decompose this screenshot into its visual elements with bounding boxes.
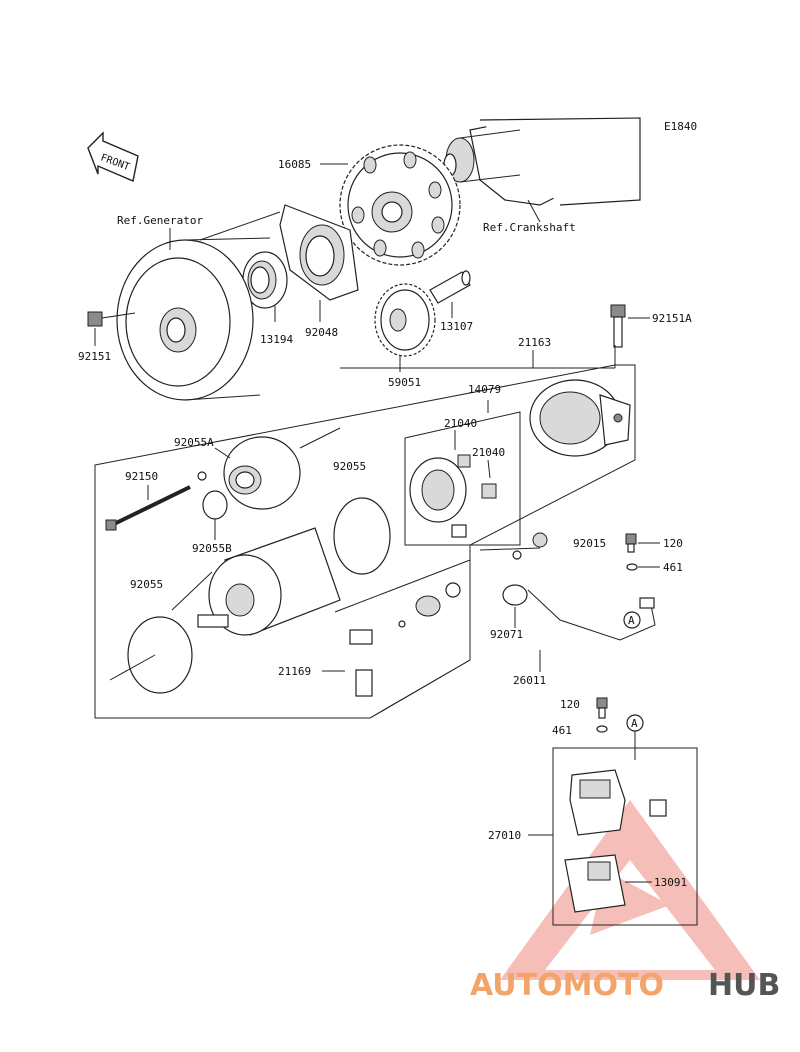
label-92150: 92150 <box>125 470 158 483</box>
one-way-clutch <box>242 251 288 309</box>
brush-plate-group-outline <box>404 411 521 546</box>
starter-end-cover <box>529 379 631 457</box>
diagram-code: E1840 <box>664 120 697 133</box>
ref-generator-label: Ref.Generator <box>117 214 203 227</box>
ref-crankshaft-label: Ref.Crankshaft <box>483 221 576 234</box>
terminal-group-outline <box>334 559 471 719</box>
terminal-parts <box>349 582 461 697</box>
label-21163: 21163 <box>518 336 551 349</box>
watermark-text: AUTOMOTO HUB <box>470 968 780 1003</box>
label-461-a: 461 <box>663 561 683 574</box>
crankshaft <box>443 117 641 206</box>
watermark-logo <box>500 800 760 980</box>
label-13091: 13091 <box>654 876 687 889</box>
thrust-plate <box>279 204 359 301</box>
front-arrow-icon: FRONT <box>87 131 139 182</box>
label-92055B: 92055B <box>192 542 232 555</box>
through-bolt <box>105 485 191 531</box>
label-92015: 92015 <box>573 537 606 550</box>
label-461-b: 461 <box>552 724 572 737</box>
idle-shaft <box>429 270 471 304</box>
o-ring-small <box>197 471 207 481</box>
o-ring-92055B <box>202 490 228 520</box>
bolt-120 <box>625 533 637 553</box>
brush-plate <box>409 454 497 538</box>
starter-front-cover <box>223 436 301 510</box>
label-26011: 26011 <box>513 674 546 687</box>
generator-rotor <box>116 237 271 401</box>
starter-motor-group-outline <box>94 364 636 719</box>
relay-bolt <box>596 697 608 733</box>
label-13107: 13107 <box>440 320 473 333</box>
starter-motor-body <box>197 527 341 636</box>
label-21040-b: 21040 <box>472 446 505 459</box>
bolt-92151A <box>610 304 626 348</box>
connector-a-label-2: A <box>631 717 638 730</box>
label-92055-top: 92055 <box>333 460 366 473</box>
idle-gear <box>374 283 436 357</box>
label-21040-a: 21040 <box>444 417 477 430</box>
label-14079: 14079 <box>468 383 501 396</box>
label-13194: 13194 <box>260 333 293 346</box>
label-92055-left: 92055 <box>130 578 163 591</box>
label-16085: 16085 <box>278 158 311 171</box>
relay-group-outline <box>552 747 698 926</box>
label-27010: 27010 <box>488 829 521 842</box>
watermark-text-part1: AUTOMOTO <box>470 968 664 1003</box>
connector-a-label: A <box>628 614 635 627</box>
label-92048: 92048 <box>305 326 338 339</box>
label-92071: 92071 <box>490 628 523 641</box>
o-ring-92055-left <box>127 616 193 694</box>
label-21169: 21169 <box>278 665 311 678</box>
label-92055A: 92055A <box>174 436 214 449</box>
o-ring-92055-top <box>333 497 391 575</box>
watermark-text-part2: HUB <box>708 968 780 1003</box>
label-92151A: 92151A <box>652 312 692 325</box>
label-92151: 92151 <box>78 350 111 363</box>
starter-relay <box>564 769 667 913</box>
label-59051: 59051 <box>388 376 421 389</box>
bolt-92151 <box>87 311 136 327</box>
starter-clutch-gear <box>339 144 461 266</box>
starter-cable <box>502 532 656 641</box>
connector-a-icon <box>623 611 641 629</box>
label-120-a: 120 <box>663 537 683 550</box>
washer-461 <box>626 563 638 571</box>
label-120-b: 120 <box>560 698 580 711</box>
